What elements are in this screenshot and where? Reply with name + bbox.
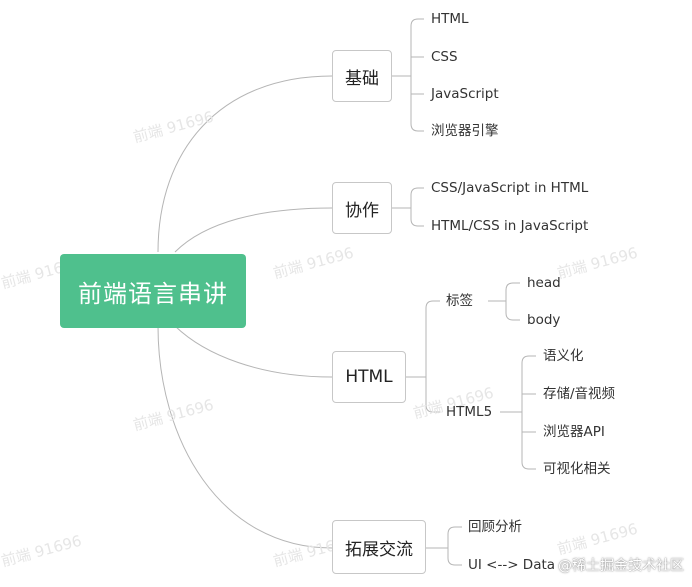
leaf-extension-ui-data[interactable]: UI <--> Data — [468, 557, 556, 573]
connector-cooperation-bracket — [392, 187, 424, 227]
subbranch-html5[interactable]: HTML5 — [446, 404, 493, 420]
leaf-extension-review[interactable]: 回顾分析 — [468, 519, 522, 535]
leaf-basics-html[interactable]: HTML — [431, 11, 469, 27]
leaf-tags-body[interactable]: body — [527, 312, 561, 328]
connector-html5-bracket — [500, 355, 536, 470]
leaf-html5-semantics[interactable]: 语义化 — [543, 348, 584, 364]
leaf-html5-browser-api[interactable]: 浏览器API — [543, 424, 605, 440]
connector-html-bracket — [406, 300, 440, 413]
connector-basics-bracket — [392, 18, 424, 132]
leaf-basics-javascript[interactable]: JavaScript — [431, 86, 499, 102]
branch-node-extension[interactable]: 拓展交流 — [332, 520, 426, 574]
connector-extension-bracket — [426, 526, 462, 566]
leaf-html5-storage-media[interactable]: 存储/音视频 — [543, 386, 616, 402]
leaf-basics-browser-engine[interactable]: 浏览器引擎 — [431, 123, 499, 139]
subbranch-tags[interactable]: 标签 — [446, 293, 473, 309]
branch-node-cooperation[interactable]: 协作 — [332, 182, 392, 234]
branch-node-basics[interactable]: 基础 — [332, 50, 392, 102]
leaf-tags-head[interactable]: head — [527, 275, 561, 291]
leaf-cooperation-css-js-in-html[interactable]: CSS/JavaScript in HTML — [431, 180, 589, 196]
connector-root-cooperation — [174, 207, 333, 253]
branch-node-html[interactable]: HTML — [332, 351, 406, 403]
leaf-html5-visualization[interactable]: 可视化相关 — [543, 461, 611, 477]
juejin-credit: @稀土掘金技术社区 — [558, 558, 684, 574]
leaf-basics-css[interactable]: CSS — [431, 49, 458, 65]
connector-root-basics — [157, 75, 333, 253]
connector-root-extension — [157, 325, 333, 549]
root-node[interactable]: 前端语言串讲 — [60, 254, 246, 328]
leaf-cooperation-html-css-in-js[interactable]: HTML/CSS in JavaScript — [431, 218, 589, 234]
connector-tags-bracket — [488, 282, 520, 321]
connector-root-html — [174, 325, 333, 378]
